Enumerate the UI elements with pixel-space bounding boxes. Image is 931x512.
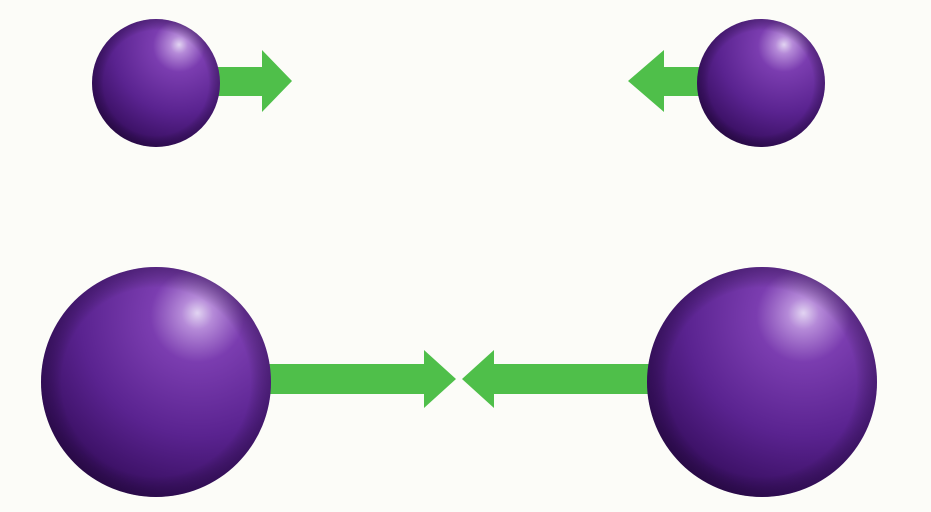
arrow-right-small: [208, 50, 292, 112]
large-pair-group: [41, 267, 877, 497]
large-sphere-right: [647, 267, 877, 497]
large-sphere-left: [41, 267, 271, 497]
small-sphere-left: [92, 19, 220, 147]
small-pair-group: [92, 19, 825, 147]
small-sphere-right: [697, 19, 825, 147]
arrow-right-large: [250, 350, 456, 408]
